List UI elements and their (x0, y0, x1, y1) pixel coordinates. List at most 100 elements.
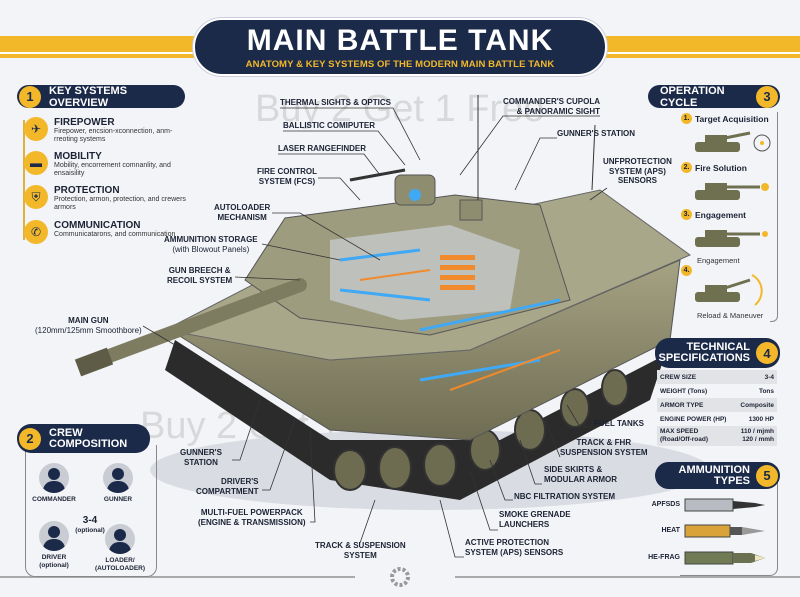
roof-mg (349, 168, 406, 182)
crew-count-note: (optional) (75, 527, 105, 534)
loader-avatar-icon (105, 524, 135, 554)
section-number: 4 (756, 342, 778, 364)
callout-text: MODULAR ARMOR (544, 474, 618, 484)
callout-text: LAUNCHERS (499, 519, 550, 529)
step-label: Fire Solution (695, 162, 747, 173)
spec-key: WEIGHT (Tons) (660, 387, 708, 395)
callout-text: FIRE CONTROL (257, 167, 317, 176)
callout-text: TRACK & SUSPENSION (315, 541, 406, 550)
ammo-rounds (440, 255, 475, 290)
op-step-3: 3.Engagement (681, 209, 746, 220)
crew-label: DRIVER (41, 554, 67, 561)
muzzle-flash-icon (762, 231, 768, 237)
callout-text: ACTIVE PROTECTION (465, 538, 550, 547)
title-line: SPECIFICATIONS (658, 352, 750, 364)
driver-avatar-icon (39, 521, 69, 551)
item-desc: Protection, armon, protection, and crewe… (54, 196, 186, 211)
jet-icon: ✈ (24, 117, 48, 141)
item-desc: Communicatarons, and communication (54, 231, 176, 238)
section-number: 1 (19, 85, 41, 108)
header-stripe-right (600, 36, 800, 58)
callout-text: TRACK & FHR (576, 438, 632, 447)
callout-side-skirts: SIDE SKIRTS &MODULAR ARMOR (544, 465, 617, 484)
header-banner: MAIN BATTLE TANK ANATOMY & KEY SYSTEMS O… (193, 18, 607, 76)
glow-lines (339, 248, 561, 382)
item-desc: Firepower, encsion-xconnection, anm-rreo… (54, 128, 173, 143)
step-number: 4. (681, 265, 692, 276)
spec-value-line: 110 / mjmh (740, 428, 774, 435)
main-gun-barrel (78, 278, 307, 372)
callout-laser-rangefinder: LASER RANGEFINDER (278, 144, 367, 153)
operation-cycle-border (770, 112, 778, 322)
step-number: 3. (681, 209, 692, 220)
spec-value: Tons (758, 387, 774, 395)
crew-note: (AUTOLOADER) (94, 565, 146, 572)
ammo-label-apfsds: APFSDS (651, 501, 680, 508)
op-caption-engagement: Engagement (697, 256, 740, 265)
reload-arrow-icon (751, 274, 763, 306)
gear-icon (390, 567, 410, 587)
op-caption-reload: Reload & Maneuver (697, 311, 764, 320)
item-title: COMMUNICATION (54, 220, 141, 231)
section-number: 3 (756, 85, 778, 108)
step-label: Engagement (695, 209, 747, 220)
callout-text: SMOKE GRENADE (499, 510, 571, 519)
callout-text: SIDE SKIRTS & (544, 465, 603, 474)
item-title: MOBILITY (54, 151, 102, 162)
callout-text: MULTI-FUEL POWERPACK (200, 508, 303, 517)
tank-icon (695, 190, 740, 200)
callout-text: SUSPENSION SYSTEM (560, 447, 648, 457)
phone-icon: ✆ (24, 220, 48, 244)
callout-nbc: NBC FILTRATION SYSTEM (514, 492, 616, 501)
spec-key: MAX SPEED(Road/Off-road) (660, 428, 708, 444)
spec-value: 3-4 (764, 373, 774, 381)
title-line: AMMUNITION (678, 463, 751, 476)
callout-ammo-storage: AMMUNITION STORAGE(with Blowout Panels) (164, 235, 258, 254)
watermark: Buy 2 Get 1 Free (255, 88, 545, 130)
commander-avatar-icon (39, 463, 69, 493)
operation-cycle-header: OPERATION CYCLE 3 (648, 85, 780, 109)
muzzle-flash-icon (761, 183, 769, 191)
spec-key-line: MAX SPEED (660, 428, 699, 435)
spec-row-crew: CREW SIZE 3-4 (657, 370, 777, 384)
callout-text: AMMUNITION STORAGE (164, 235, 258, 244)
callout-gunner-station-top: GUNNER'S STATION (557, 129, 636, 138)
callout-text: AUTOLOADER (214, 203, 271, 212)
target-icon (753, 134, 771, 152)
callout-text: SYSTEM (343, 550, 377, 560)
callout-text: STATION (183, 457, 218, 467)
callout-text: (with Blowout Panels) (172, 244, 250, 254)
callout-text: SENSORS (617, 176, 657, 185)
he-frag-round-icon (684, 551, 765, 565)
shield-icon: ⛨ (24, 185, 48, 209)
op-step-4: 4. (681, 265, 692, 276)
header-stripe-left (0, 36, 200, 58)
title-line: CREW (49, 426, 83, 439)
crew-loader: LOADER/(AUTOLOADER) (92, 524, 148, 573)
page-subtitle: ANATOMY & KEY SYSTEMS OF THE MODERN MAIN… (245, 59, 555, 70)
op-step-1: 1.Target Acquisition (681, 113, 769, 124)
spec-key: CREW SIZE (660, 373, 697, 381)
callout-main-gun: MAIN GUN(120mm/125mm Smoothbore) (35, 316, 142, 335)
tank-icon (695, 142, 740, 152)
crew-note: (optional) (39, 562, 69, 569)
step-label: Target Acquisition (695, 113, 769, 124)
crew-label: LOADER/ (105, 557, 135, 564)
callout-text: MAIN GUN (68, 316, 109, 325)
item-desc: Mobility, encorrement comnanlity, and en… (54, 162, 171, 177)
